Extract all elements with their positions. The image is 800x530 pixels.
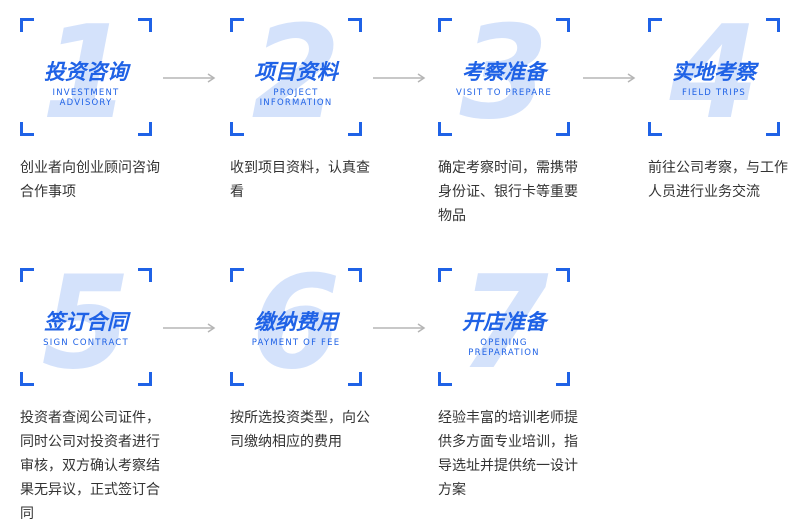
step-title: 实地考察 <box>672 60 756 84</box>
corner-mark <box>138 122 152 136</box>
arrow-right-icon <box>163 323 216 333</box>
corner-mark <box>230 122 244 136</box>
step-subtitle: PROJECT INFORMATION <box>259 88 333 108</box>
corner-mark <box>230 372 244 386</box>
step-card: 3 考察准备 VISIT TO PREPARE <box>438 10 570 138</box>
step-description: 创业者向创业顾问咨询合作事项 <box>20 160 160 200</box>
corner-mark <box>556 268 570 282</box>
corner-mark <box>438 122 452 136</box>
corner-mark <box>348 18 362 32</box>
step-subtitle: SIGN CONTRACT <box>43 338 129 348</box>
step-title: 开店准备 <box>462 310 546 334</box>
corner-mark <box>648 122 662 136</box>
corner-mark <box>20 372 34 386</box>
step-description: 确定考察时间，需携带身份证、银行卡等重要物品 <box>438 160 578 224</box>
corner-mark <box>138 268 152 282</box>
corner-mark <box>648 18 662 32</box>
step-number: 7 <box>459 249 549 398</box>
step-card: 4 实地考察 FIELD TRIPS <box>648 10 780 138</box>
step-number: 4 <box>669 0 759 148</box>
step-description: 按所选投资类型，向公司缴纳相应的费用 <box>230 410 370 450</box>
step-card: 2 项目资料 PROJECT INFORMATION <box>230 10 362 138</box>
step-number: 2 <box>251 0 341 148</box>
corner-mark <box>438 18 452 32</box>
corner-mark <box>20 122 34 136</box>
step-title: 项目资料 <box>254 60 338 84</box>
step-subtitle: VISIT TO PREPARE <box>456 88 552 98</box>
step-card: 5 签订合同 SIGN CONTRACT <box>20 260 152 388</box>
step-card: 6 缴纳费用 PAYMENT OF FEE <box>230 260 362 388</box>
step-number: 3 <box>459 0 549 148</box>
step-subtitle: OPENING PREPARATION <box>468 338 540 358</box>
corner-mark <box>556 372 570 386</box>
corner-mark <box>556 18 570 32</box>
corner-mark <box>20 18 34 32</box>
step-title: 投资咨询 <box>44 60 128 84</box>
corner-mark <box>438 372 452 386</box>
arrow-right-icon <box>163 73 216 83</box>
corner-mark <box>766 122 780 136</box>
corner-mark <box>348 372 362 386</box>
corner-mark <box>438 268 452 282</box>
step-subtitle: INVESTMENT ADVISORY <box>52 88 120 108</box>
arrow-right-icon <box>373 73 426 83</box>
corner-mark <box>556 122 570 136</box>
corner-mark <box>348 122 362 136</box>
corner-mark <box>230 268 244 282</box>
step-number: 5 <box>41 249 131 398</box>
arrow-right-icon <box>373 323 426 333</box>
step-card: 7 开店准备 OPENING PREPARATION <box>438 260 570 388</box>
arrow-right-icon <box>583 73 636 83</box>
step-number: 1 <box>41 0 131 148</box>
corner-mark <box>138 372 152 386</box>
step-description: 收到项目资料，认真查看 <box>230 160 370 200</box>
corner-mark <box>230 18 244 32</box>
step-card: 1 投资咨询 INVESTMENT ADVISORY <box>20 10 152 138</box>
corner-mark <box>138 18 152 32</box>
step-number: 6 <box>251 249 341 398</box>
corner-mark <box>348 268 362 282</box>
step-description: 前往公司考察，与工作人员进行业务交流 <box>648 160 788 200</box>
corner-mark <box>766 18 780 32</box>
step-title: 考察准备 <box>462 60 546 84</box>
step-description: 经验丰富的培训老师提供多方面专业培训，指导选址并提供统一设计方案 <box>438 410 578 498</box>
step-description: 投资者查阅公司证件，同时公司对投资者进行审核，双方确认考察结果无异议，正式签订合… <box>20 410 160 522</box>
corner-mark <box>20 268 34 282</box>
step-subtitle: FIELD TRIPS <box>681 88 747 98</box>
step-subtitle: PAYMENT OF FEE <box>251 338 341 348</box>
step-title: 缴纳费用 <box>254 310 338 334</box>
step-title: 签订合同 <box>44 310 128 334</box>
